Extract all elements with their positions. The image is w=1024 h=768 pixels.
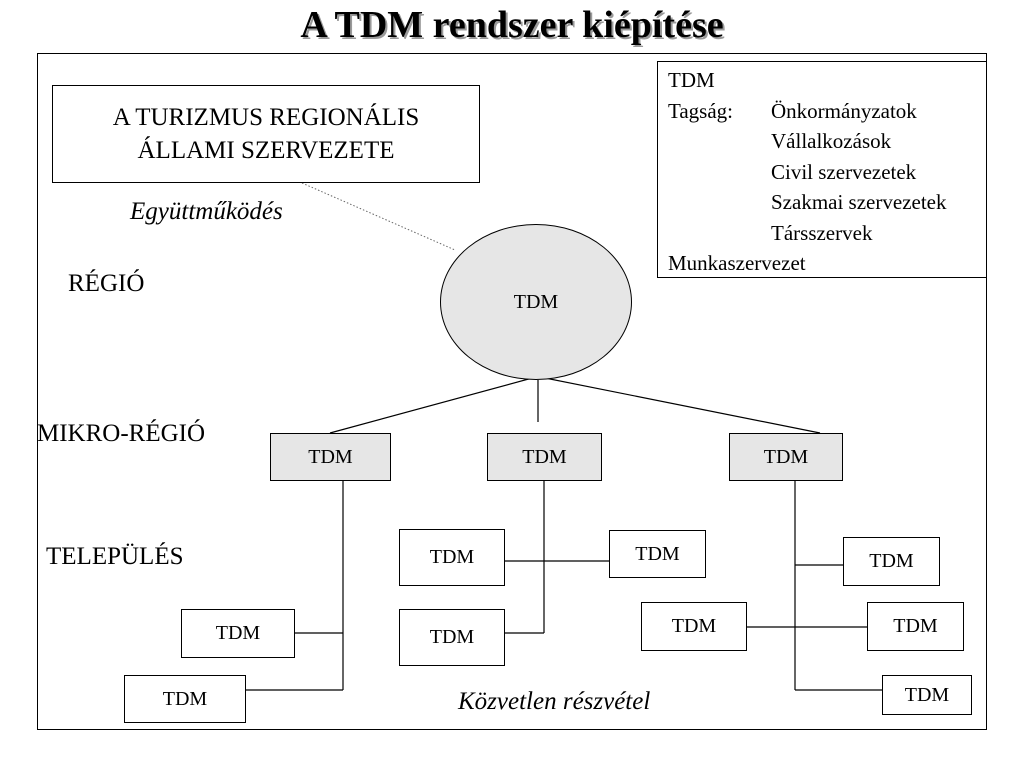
connector-region-micro-right	[539, 376, 821, 434]
node-label: TDM	[671, 615, 717, 637]
region-label: RÉGIÓ	[68, 270, 145, 297]
settlement-tdm-node: TDM	[843, 537, 940, 586]
page-title: A TDM rendszer kiépítése	[300, 4, 724, 46]
micro-tdm-node: TDM	[270, 433, 391, 481]
node-label: TDM	[763, 445, 809, 468]
legend-footer: Munkaszervezet	[668, 251, 806, 275]
node-label: TDM	[635, 542, 680, 565]
settlement-tdm-node: TDM	[867, 602, 964, 651]
regional-agency-line2: ÁLLAMI SZERVEZETE	[137, 137, 395, 164]
legend-member: Társszervek	[771, 220, 873, 245]
settlement-tdm-node: TDM	[609, 530, 706, 578]
legend-member: Civil szervezetek	[771, 159, 917, 184]
regional-agency-line1: A TURIZMUS REGIONÁLIS	[112, 104, 420, 131]
settlement-tdm-node: TDM	[181, 609, 295, 658]
micro-tdm-node: TDM	[729, 433, 843, 481]
legend-box: TDM Tagság: Önkormányzatok Vállalkozások…	[657, 61, 987, 278]
settlement-tdm-node: TDM	[124, 675, 246, 723]
regional-tdm-node: TDM	[440, 224, 632, 380]
legend-member: Önkormányzatok	[771, 98, 917, 123]
connector-cooperation	[301, 182, 456, 251]
settlement-label: TELEPÜLÉS	[46, 543, 184, 570]
legend-membership-key: Tagság:	[668, 98, 734, 123]
legend-member: Szakmai szervezetek	[771, 190, 947, 214]
node-label: TDM	[893, 615, 938, 637]
micro-region-label: MIKRO-RÉGIÓ	[37, 420, 206, 447]
legend-member: Vállalkozások	[771, 129, 892, 153]
diagram-frame	[37, 53, 987, 730]
legend-membership-row: Tagság: Önkormányzatok	[668, 96, 986, 127]
cooperation-label: Együttműködés	[130, 198, 283, 225]
connector-region-micro-left	[329, 376, 537, 434]
settlement-tdm-node: TDM	[399, 529, 505, 586]
node-label: TDM	[513, 290, 559, 313]
node-label: TDM	[522, 445, 567, 468]
settlement-tdm-node: TDM	[399, 609, 505, 666]
node-label: TDM	[429, 626, 475, 648]
node-label: TDM	[429, 546, 475, 568]
regional-agency-box: A TURIZMUS REGIONÁLIS ÁLLAMI SZERVEZETE	[52, 85, 480, 183]
legend-title: TDM	[668, 68, 715, 92]
node-label: TDM	[904, 683, 950, 706]
direct-participation-label: Közvetlen részvétel	[458, 688, 651, 715]
settlement-tdm-node: TDM	[882, 675, 972, 715]
node-label: TDM	[162, 687, 208, 710]
settlement-tdm-node: TDM	[641, 602, 747, 651]
node-label: TDM	[215, 622, 261, 644]
node-label: TDM	[308, 445, 353, 468]
node-label: TDM	[869, 550, 914, 572]
micro-tdm-node: TDM	[487, 433, 602, 481]
